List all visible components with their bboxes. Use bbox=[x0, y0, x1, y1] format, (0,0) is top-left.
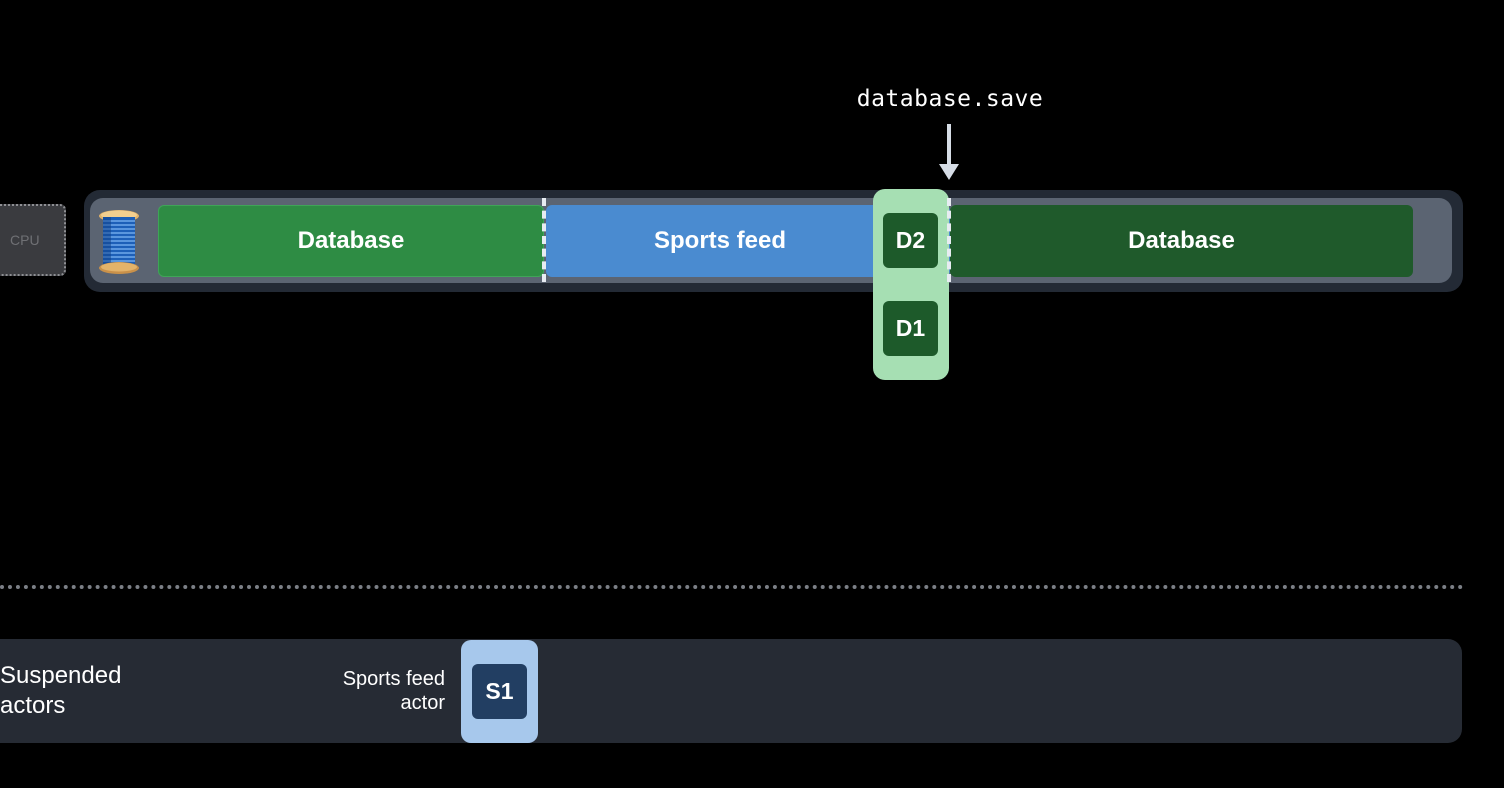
job-d1: D1 bbox=[883, 301, 938, 356]
segment-label: Database bbox=[1128, 227, 1235, 254]
call-annotation-label: database.save bbox=[856, 86, 1044, 112]
database-segment-1: Database bbox=[158, 205, 544, 277]
suspended-actors-title: Suspended actors bbox=[0, 661, 121, 721]
switch-boundary-2 bbox=[947, 198, 951, 282]
thread-spool-icon bbox=[99, 210, 139, 274]
call-arrow-shaft bbox=[947, 124, 951, 166]
label-line: Sports feed bbox=[342, 668, 445, 690]
job-s1: S1 bbox=[472, 664, 527, 719]
section-divider bbox=[0, 585, 1464, 589]
suspended-actors-lane bbox=[0, 639, 1462, 743]
title-line: actors bbox=[0, 692, 66, 719]
switch-boundary-1 bbox=[542, 198, 546, 282]
cpu-label: CPU bbox=[10, 232, 40, 248]
call-arrow-down-icon bbox=[939, 164, 959, 180]
segment-label: Database bbox=[297, 227, 405, 254]
label-line: actor bbox=[400, 692, 445, 714]
segment-label: Sports feed bbox=[653, 227, 787, 254]
cpu-chip-icon bbox=[0, 204, 66, 276]
database-segment-2: Database bbox=[950, 205, 1413, 277]
sports-feed-actor-label: Sports feed actor bbox=[300, 667, 445, 715]
title-line: Suspended bbox=[0, 662, 122, 689]
job-d2: D2 bbox=[883, 213, 938, 268]
